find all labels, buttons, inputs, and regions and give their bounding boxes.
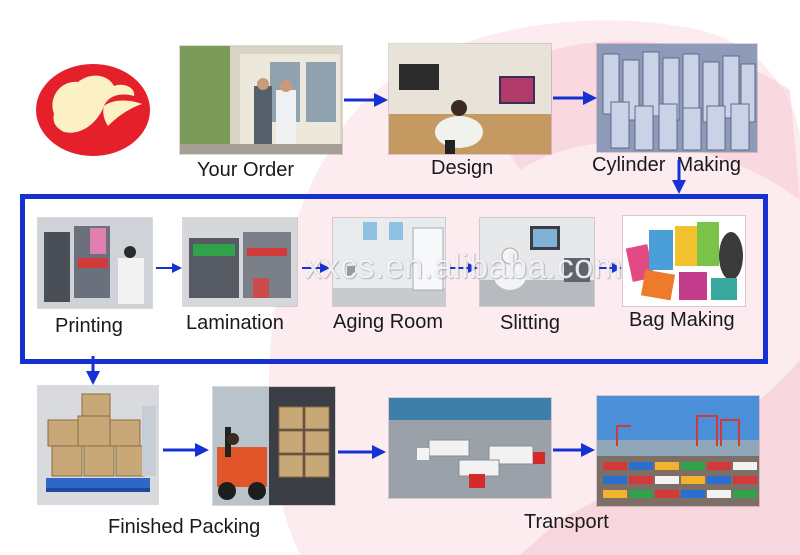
arrow-right-icon [302,263,330,273]
step-label-design: Design [431,157,494,179]
photo-slitting [480,218,594,306]
arrow-right-icon [598,263,622,273]
arrow-right-icon [163,443,209,457]
step-label-your-order: Your Order [197,159,295,181]
photo-your-order [180,46,342,154]
arrow-down-icon [672,160,686,194]
photo-design [389,44,551,154]
step-label-transport: Transport [524,511,609,533]
arrow-right-icon [156,263,182,273]
step-label-aging-room: Aging Room [333,311,444,333]
step-label-lamination: Lamination [186,312,284,334]
photo-bag-making [623,216,745,306]
photo-trucks-transport [389,398,551,498]
arrow-right-icon [450,263,478,273]
arrow-right-icon [344,93,388,107]
photo-container-port [597,396,759,506]
step-label-finished-packing: Finished Packing [108,516,261,538]
photo-aging-room [333,218,445,306]
watermark-text: xxcs.en.alibaba.com [305,248,623,286]
stylized-swoosh-logo-icon [36,64,150,156]
arrow-right-icon [553,91,597,105]
arrow-right-icon [553,443,595,457]
photo-finished-packing [38,386,158,504]
arrow-down-icon [86,356,100,385]
arrow-right-icon [338,445,386,459]
step-label-cylinder-making: Cylinder Making [592,154,741,176]
step-label-bag-making: Bag Making [629,309,735,331]
photo-forklift-loading [213,387,335,505]
photo-cylinder-making [597,44,757,152]
step-label-printing: Printing [55,315,123,337]
photo-lamination [183,218,297,306]
production-process-box [20,194,768,364]
step-label-slitting: Slitting [500,312,561,334]
photo-printing [38,218,152,308]
